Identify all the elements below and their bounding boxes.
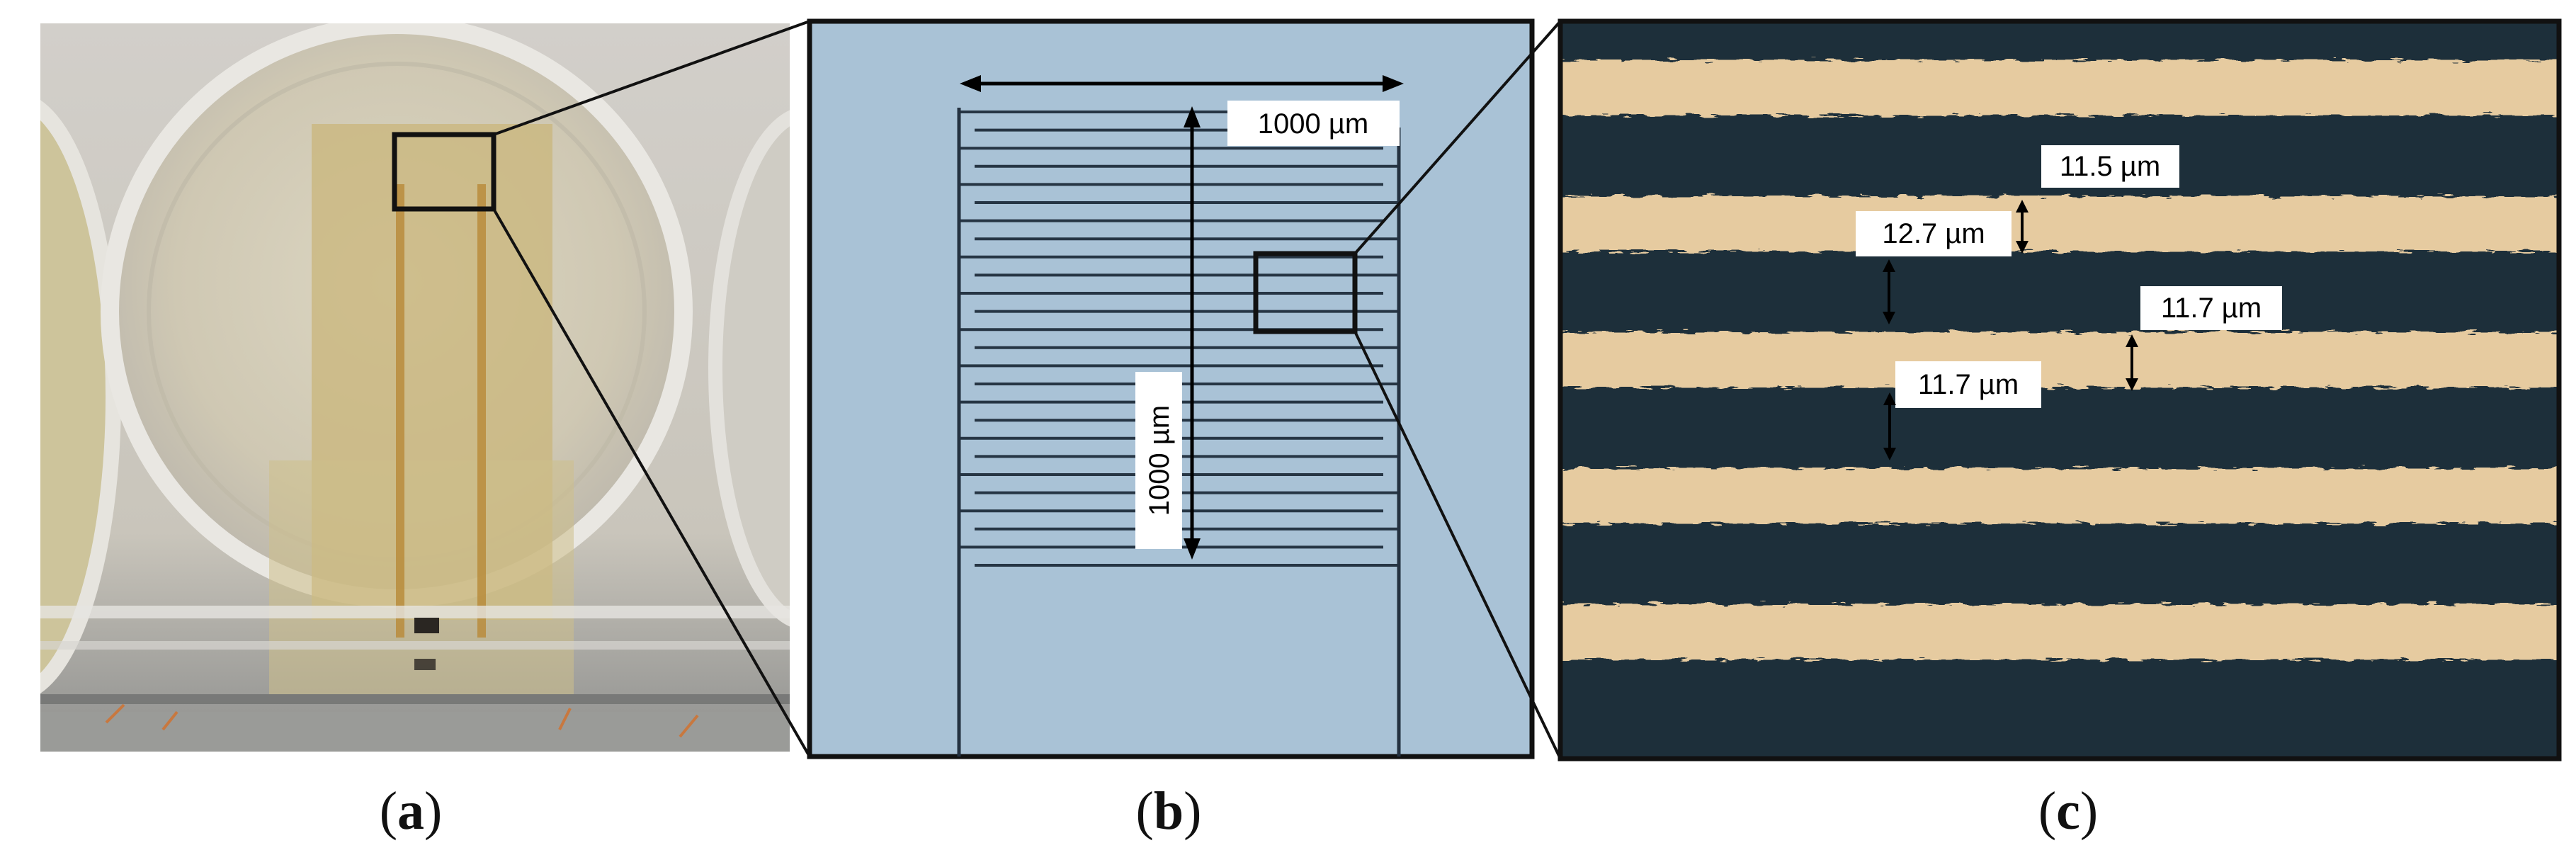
svg-text:11.5 µm: 11.5 µm [2060, 151, 2160, 182]
electrode-stripes [1560, 60, 2559, 659]
gold-stripe [1560, 468, 2559, 523]
height-label: 1000 µm [1144, 405, 1175, 516]
measurement-4: 11.7 µm [1883, 361, 2041, 460]
right-well [708, 110, 790, 627]
zoom-line-b-c-bottom [1354, 331, 1562, 759]
height-label-box [1135, 372, 1182, 549]
width-label: 1000 µm [1258, 108, 1368, 140]
height-dimension-arrow [1184, 106, 1201, 560]
panel-b-micrograph: 1000 µm 1000 µm [807, 18, 1535, 759]
zoom-line-b-c-top [1354, 20, 1562, 255]
panel-c-caption: (c) [2038, 781, 2099, 841]
measurement-3: 11.7 µm [2126, 286, 2282, 391]
measurement-1: 11.5 µm [2016, 145, 2179, 254]
measurement-2: 12.7 µm [1856, 211, 2012, 324]
svg-text:11.7 µm: 11.7 µm [1918, 369, 2019, 400]
width-label-box [1227, 101, 1400, 146]
zoom-line-a-b-bottom [492, 208, 811, 757]
width-dimension-arrow [960, 75, 1404, 92]
svg-text:11.7 µm: 11.7 µm [2161, 293, 2262, 324]
svg-text:12.7 µm: 12.7 µm [1882, 218, 1985, 249]
panel-c-micrograph: 11.5 µm 12.7 µm 11.7 µm 11.7 µm [1557, 18, 2562, 761]
gold-stripe [1560, 604, 2559, 659]
gold-stripe [1560, 196, 2559, 251]
panel-a-photo [40, 23, 790, 752]
zoom-line-a-b-top [493, 20, 810, 136]
panel-a-caption: (a) [379, 781, 443, 841]
panel-b-highlight-box [1253, 251, 1358, 334]
gold-stripe [1560, 60, 2559, 115]
panel-b-caption: (b) [1135, 781, 1202, 841]
gold-stripe [1560, 332, 2559, 387]
panel-a-highlight-box [392, 132, 497, 212]
